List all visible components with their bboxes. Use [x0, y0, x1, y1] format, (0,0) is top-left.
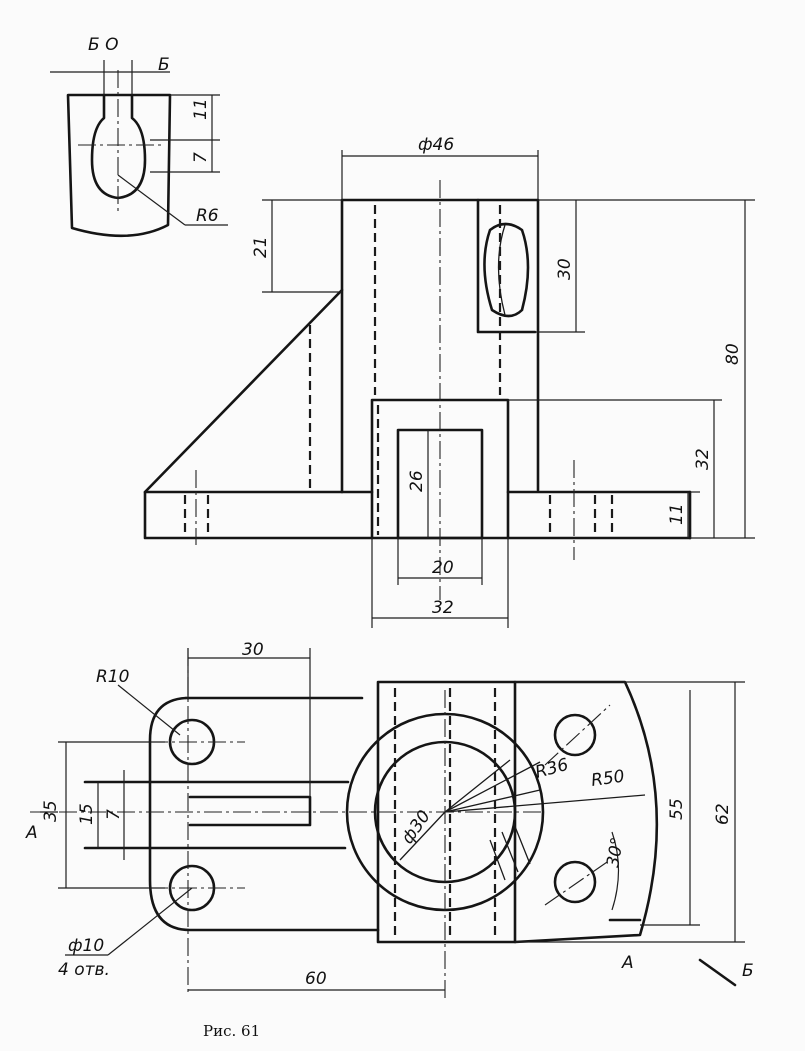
front-window: [476, 198, 537, 334]
dim-width-60: 60: [305, 969, 327, 989]
plan-rib-slot: [188, 795, 312, 827]
section-label-a-left: А: [25, 823, 38, 843]
dim-height-21: 21: [251, 236, 271, 258]
dim-height-7: 7: [104, 809, 124, 820]
detail-outline: [66, 93, 172, 238]
dim-hole-diameter-10: ф10: [68, 936, 104, 956]
dim-hole-count: 4 отв.: [58, 960, 110, 980]
dim-height-26: 26: [407, 470, 427, 492]
dim-height-11: 11: [667, 503, 687, 525]
dim-height-62: 62: [713, 803, 733, 825]
dim-height-15: 15: [77, 803, 97, 825]
dim-height-55: 55: [667, 798, 687, 820]
section-label-a-right: А: [621, 953, 634, 973]
dim-radius-50: R50: [590, 766, 626, 790]
dim-diameter-30: ф30: [398, 807, 435, 848]
dim-height-30: 30: [555, 258, 575, 280]
dim-detail-r6: R6: [196, 206, 219, 226]
dim-width-20: 20: [432, 558, 454, 578]
view-label-b-o: Б О: [88, 35, 118, 55]
dim-detail-7: 7: [191, 152, 211, 163]
dim-diameter-46: ф46: [418, 135, 454, 155]
dim-plan-30: 30: [242, 640, 264, 660]
dim-width-32: 32: [432, 598, 454, 618]
detail-view: [50, 60, 228, 238]
section-label-b-bottom: Б: [742, 961, 754, 981]
plan-view: [30, 648, 745, 1000]
front-view: [143, 150, 755, 628]
dim-radius-36: R36: [533, 755, 571, 783]
plan-left-flange: [148, 696, 380, 932]
dim-height-35: 35: [41, 800, 61, 822]
dim-detail-11: 11: [191, 98, 211, 120]
dim-height-80: 80: [723, 343, 743, 365]
plan-hole-top-right: [553, 713, 597, 757]
plan-hole-bottom-right: [553, 860, 597, 904]
section-label-b-top: Б: [158, 55, 170, 75]
dim-height-32: 32: [693, 448, 713, 470]
plan-right-lobe: [513, 680, 659, 944]
dim-radius-10: R10: [96, 667, 129, 687]
figure-caption: Рис. 61: [203, 1022, 261, 1040]
dim-angle-30: 30°: [603, 836, 628, 869]
